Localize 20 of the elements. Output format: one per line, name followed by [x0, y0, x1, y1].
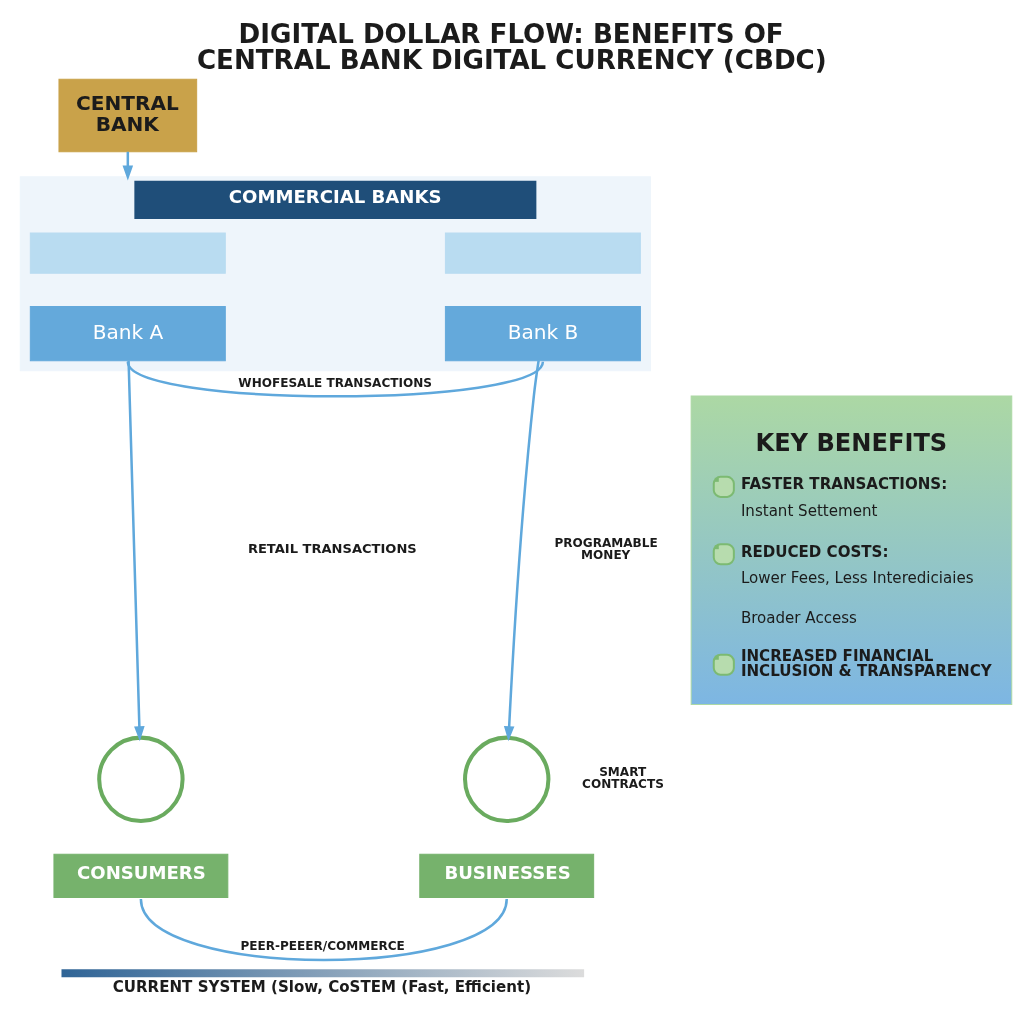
node-box [444, 232, 641, 274]
arrow [503, 360, 540, 741]
node-circle [463, 735, 551, 823]
node-box: KEY BENEFITS FASTER TRANSACTIONS: Instant Settement REDUCED COSTS: Lower Fees, Less Interediciaies Broader Access INCREASED FINANCIAL INCLUSION & TRANSPARENCY [690, 394, 1013, 705]
label: SMART CONTRACTS [582, 764, 664, 791]
edge-label: WHOFESALE TRANSACTIONS [238, 375, 432, 390]
node-circle [97, 735, 185, 823]
node-box: CENTRAL BANK [58, 78, 198, 152]
node-box [29, 232, 226, 274]
diagram-title: DIGITAL DOLLAR FLOW: BENEFITS OF CENTRAL BANK DIGITAL CURRENCY (CBDC) [196, 18, 827, 75]
node-box: Bank A [29, 305, 226, 361]
node-box: BUSINESSES [419, 853, 595, 898]
node-box: CONSUMERS [53, 853, 229, 898]
edge-label: PEER-PEEER/COMMERCE [240, 938, 405, 953]
node-box: Bank B [444, 305, 641, 361]
label: PROGRAMABLE MONEY [554, 535, 658, 562]
label: RETAIL TRANSACTIONS [247, 540, 417, 556]
label: CURRENT SYSTEM (Slow, CoSTEM (Fast, Efficient) [112, 977, 532, 996]
arrow [127, 360, 145, 741]
connector [139, 898, 508, 961]
